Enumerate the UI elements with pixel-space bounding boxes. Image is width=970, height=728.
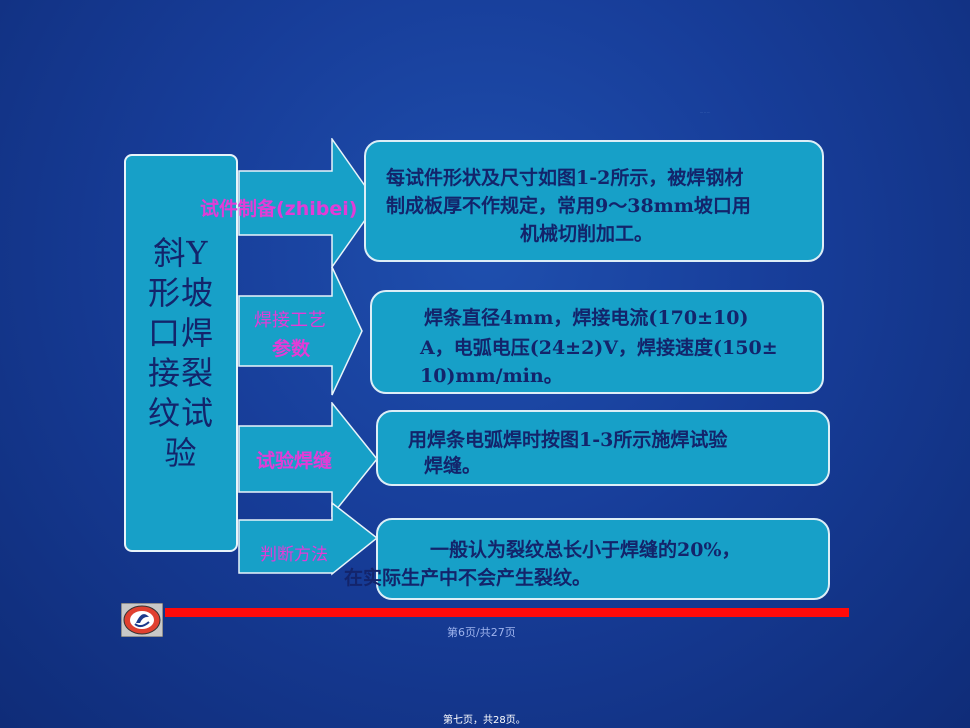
step-label-3: 试验焊缝 xyxy=(256,450,333,472)
arrow-shape-icon xyxy=(238,502,378,576)
step-label-1: 试件制备(zhibei) xyxy=(200,198,358,220)
footer-page-count: 第七页，共28页。 xyxy=(443,715,526,726)
info-box-4 xyxy=(376,518,830,600)
info-1-line-3: 机械切削加工。 xyxy=(520,223,654,245)
circular-emblem-icon xyxy=(120,602,164,638)
info-3-line-2: 焊缝。 xyxy=(424,455,482,477)
arrow-shape-icon xyxy=(238,138,378,268)
info-1-line-1: 每试件形状及尺寸如图1-2所示，被焊钢材 xyxy=(386,167,744,189)
slide-title: 斜Y形坡口焊接裂纹试验 xyxy=(147,234,214,472)
info-2-line-2: A，电弧电压(24±2)V，焊接速度(150± xyxy=(420,337,778,359)
info-3-line-1: 用焊条电弧焊时按图1-3所示施焊试验 xyxy=(408,429,728,451)
info-4-line-1: 一般认为裂纹总长小于焊缝的20%， xyxy=(430,539,741,561)
info-2-line-1: 焊条直径4mm，焊接电流(170±10) xyxy=(424,307,749,329)
red-divider-bar xyxy=(165,608,849,617)
info-box-2: 焊条直径4mm，焊接电流(170±10) A，电弧电压(24±2)V，焊接速度(… xyxy=(370,290,824,394)
arrow-shape-icon xyxy=(238,266,363,396)
page-number: 第6页/共27页 xyxy=(447,626,516,639)
step-arrow-2: 焊接工艺 参数 xyxy=(238,266,378,396)
step-arrow-1: 试件制备(zhibei) xyxy=(200,138,378,268)
step-arrow-4: 判断方法 xyxy=(238,502,378,632)
info-2-line-3: 10)mm/min。 xyxy=(420,365,563,387)
info-box-1: 每试件形状及尺寸如图1-2所示，被焊钢材 制成板厚不作规定，常用9～38mm坡口… xyxy=(364,140,824,262)
tiny-mark: ··· ·· ··· xyxy=(700,110,710,114)
step-label-4: 判断方法 xyxy=(260,545,328,565)
step-label-2b: 参数 xyxy=(272,338,311,360)
step-arrow-3: 试验焊缝 xyxy=(238,402,378,532)
step-label-2a: 焊接工艺 xyxy=(254,310,326,331)
info-4-line-2: 在实际生产中不会产生裂纹。 xyxy=(344,567,592,589)
arrow-shape-icon xyxy=(238,402,378,518)
info-1-line-2: 制成板厚不作规定，常用9～38mm坡口用 xyxy=(386,195,751,217)
title-box: 斜Y形坡口焊接裂纹试验 xyxy=(124,154,238,552)
info-box-3: 用焊条电弧焊时按图1-3所示施焊试验 焊缝。 xyxy=(376,410,830,486)
